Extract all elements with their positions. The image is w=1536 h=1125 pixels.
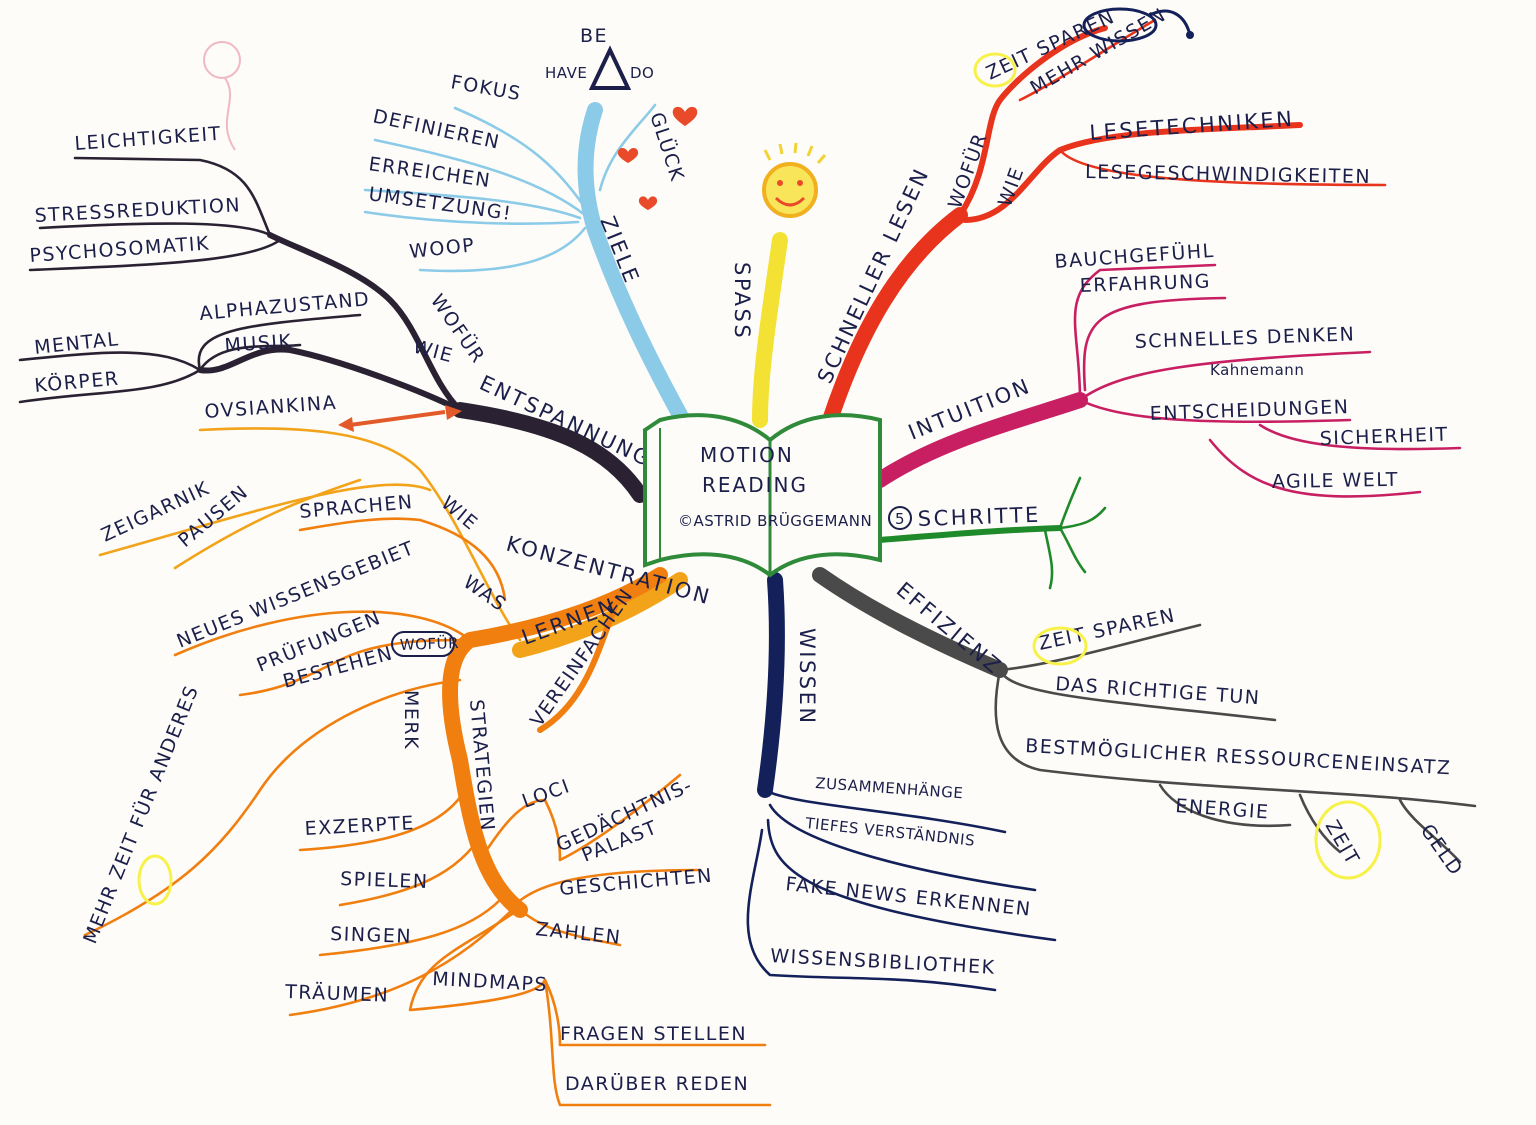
label-lesegeschwindigkeiten: LESEGESCHWINDIGKEITEN: [1085, 161, 1371, 188]
center-book: MOTION READING ©ASTRID BRÜGGEMANN: [643, 413, 882, 578]
label-schritte: SCHRITTE: [917, 503, 1041, 531]
branch-schneller: [822, 18, 1387, 428]
branch-lernen: [83, 517, 772, 1107]
highlight-zeit-lernen: [137, 854, 173, 906]
label-fragen-stellen: FRAGEN STELLEN: [560, 1023, 747, 1045]
label-zahlen: ZAHLEN: [534, 918, 622, 949]
branch-konzentration: [98, 427, 688, 658]
label-alphazustand: ALPHAZUSTAND: [199, 288, 372, 325]
heart-icon: [672, 106, 698, 126]
be-have-do-triangle: [588, 45, 632, 90]
label-schneller-lesen: SCHNELLER LESEN: [813, 164, 934, 388]
label-kahnemann: Kahnemann: [1210, 361, 1304, 379]
label-musik: MUSIK: [224, 330, 293, 357]
label-das-richtige-tun: DAS RICHTIGE TUN: [1055, 673, 1262, 709]
heart-icon: [638, 196, 658, 210]
label-mental: MENTAL: [33, 328, 120, 359]
arrow-wissen-doodle: [1149, 9, 1192, 36]
dot-wissen: [1186, 31, 1194, 39]
label-fokus: FOKUS: [449, 71, 523, 105]
label-definieren: DEFINIEREN: [371, 105, 502, 153]
label-leichtigkeit: LEICHTIGKEIT: [74, 123, 223, 155]
heart-icons: [617, 106, 698, 210]
label-zusammenhaenge: ZUSAMMENHÄNGE: [815, 773, 964, 802]
label-wissen: WISSEN: [795, 628, 819, 726]
smiley-icon: [762, 142, 827, 218]
center-author: ©ASTRID BRÜGGEMANN: [678, 511, 872, 530]
heart-icon: [617, 148, 639, 163]
label-traeumen: TRÄUMEN: [284, 980, 390, 1007]
label-neues-wissensgebiet: NEUES WISSENSGEBIET: [174, 537, 418, 653]
label-lesetechniken: LESETECHNIKEN: [1089, 107, 1295, 145]
highlight-zeit-top: [973, 52, 1017, 88]
label-schnelles-denken: SCHNELLES DENKEN: [1134, 323, 1355, 353]
highlight-zeit-effizienz: [1032, 626, 1088, 666]
label-mehr-zeit: MEHR ZEIT FÜR ANDERES: [78, 682, 203, 947]
label-darueber-reden: DARÜBER REDEN: [565, 1072, 749, 1095]
label-spielen: SPIELEN: [340, 868, 429, 893]
center-title-line2: READING: [702, 473, 808, 497]
label-spass: SPASS: [730, 262, 754, 340]
arrow-ovsiankina-entspannung: [338, 405, 462, 432]
branch-ziele: [363, 102, 688, 423]
branch-schritte: [877, 476, 1107, 590]
label-ovsiankina: OVSIANKINA: [204, 392, 338, 423]
branch-effizienz: [812, 567, 1477, 864]
label-lernen-wofuer: WOFÜR: [399, 633, 459, 654]
highlight-zeit-ressourcen: [1314, 800, 1382, 880]
highlight-wissen-top: [1082, 7, 1158, 43]
label-do: DO: [630, 64, 654, 82]
label-umsetzung: UMSETZUNG!: [367, 183, 513, 225]
label-geld: GELD: [1416, 820, 1467, 880]
label-wissensbibliothek: WISSENSBIBLIOTHEK: [770, 945, 996, 979]
label-singen: SINGEN: [330, 923, 413, 948]
center-title-line1: MOTION: [700, 443, 794, 467]
label-entspannung-wie: WIE: [411, 336, 456, 368]
branch-intuition: [872, 263, 1462, 498]
branch-wissen: [746, 572, 1057, 992]
label-zeit-effizienz: ZEIT: [1321, 817, 1364, 870]
label-be: BE: [580, 25, 608, 47]
label-schritte-number: 5: [895, 510, 905, 528]
box-lernen-wofuer: [391, 631, 455, 657]
label-merk: MERK: [400, 690, 422, 750]
label-ressourceneinsatz: BESTMÖGLICHER RESSOURCENEINSATZ: [1025, 734, 1452, 779]
label-stressreduktion: STRESSREDUKTION: [34, 194, 241, 227]
label-mindmaps: MINDMAPS: [432, 968, 549, 996]
label-schneller-wofuer: WOFÜR: [943, 129, 992, 211]
label-erfahrung: ERFAHRUNG: [1079, 270, 1211, 297]
label-woop: WOOP: [408, 234, 476, 263]
label-agile-welt: AGILE WELT: [1272, 469, 1399, 493]
balloon-doodle-icon: [203, 41, 241, 151]
label-have: HAVE: [545, 64, 587, 82]
branch-spass: [752, 232, 788, 428]
schritte-number-circle: [888, 506, 912, 530]
label-loci: LOCI: [519, 775, 573, 813]
label-energie: ENERGIE: [1175, 795, 1271, 824]
label-sicherheit: SICHERHEIT: [1319, 424, 1449, 450]
branch-entspannung: [18, 156, 648, 503]
label-geschichten: GESCHICHTEN: [559, 865, 714, 900]
